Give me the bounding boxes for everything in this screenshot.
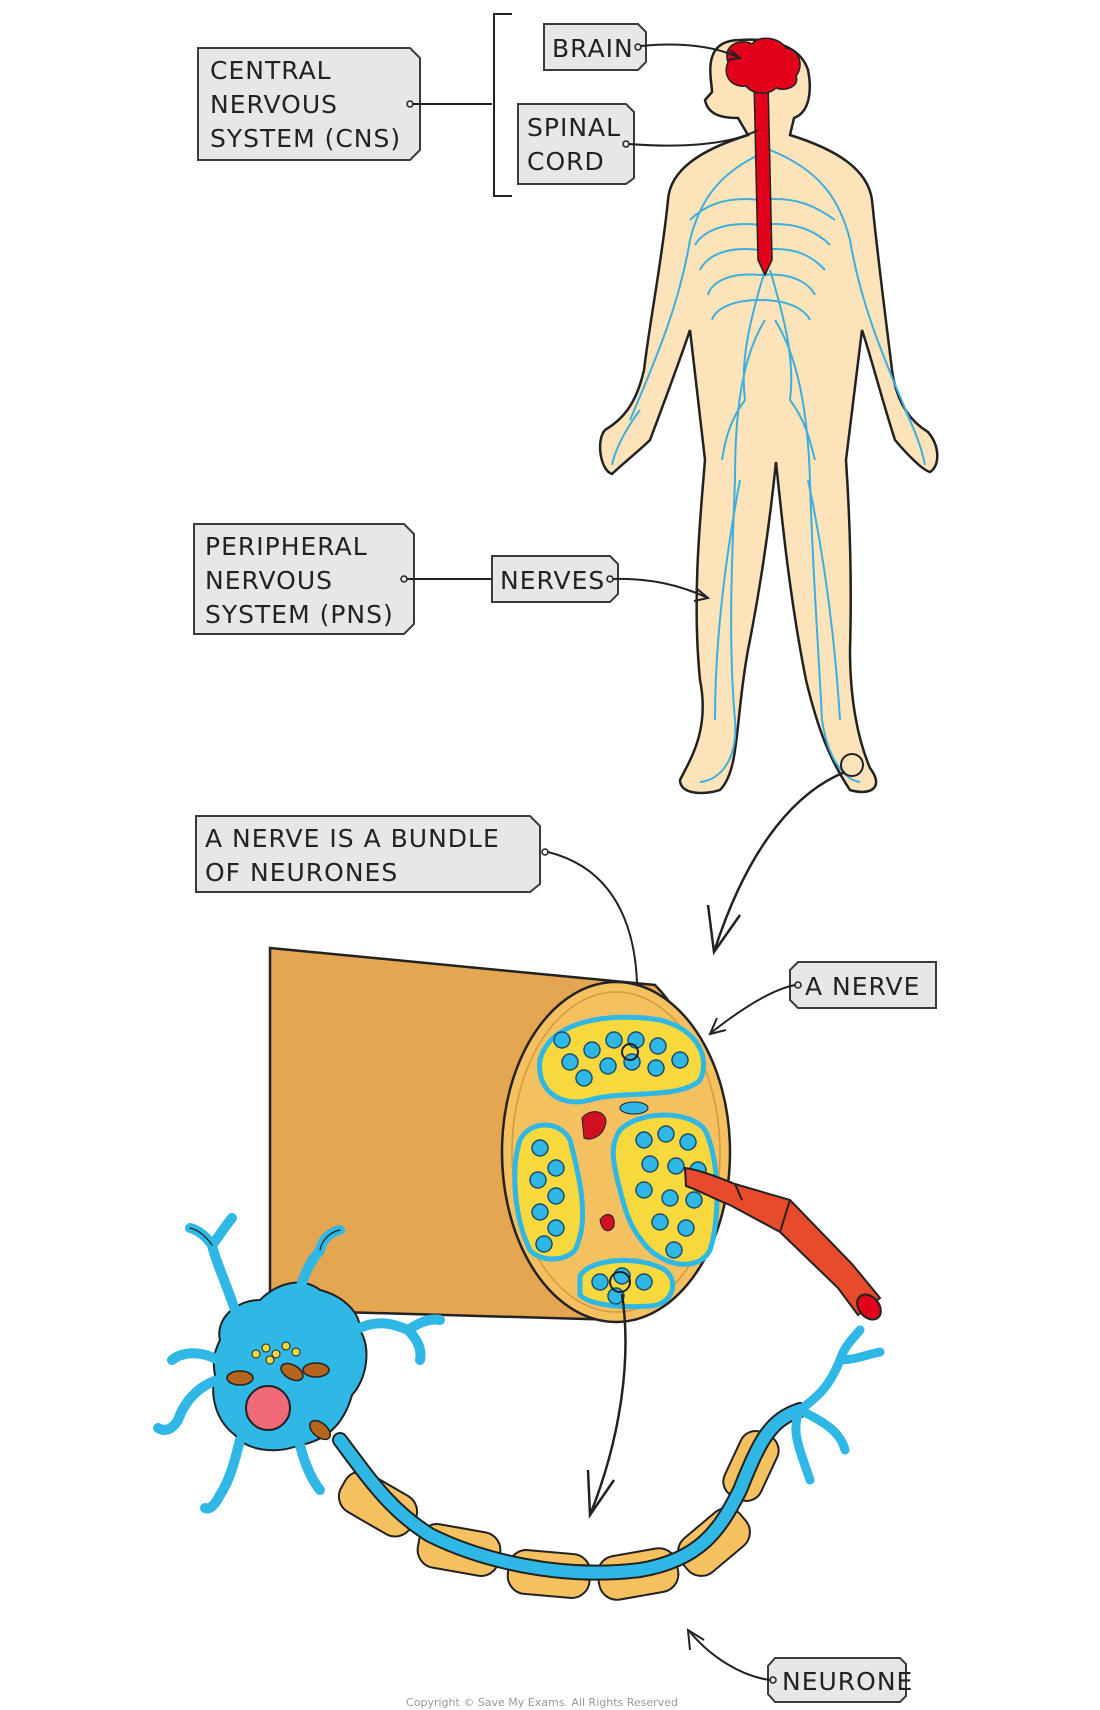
a-nerve-label-text: A NERVE (805, 972, 920, 1001)
spinal-cord-label-box (517, 103, 635, 185)
bundle-label-group: A NERVE IS A BUNDLE OF NEURONES (195, 815, 639, 1053)
bundle-label-line-2: OF NEURONES (205, 858, 398, 887)
pns-label-line-3: SYSTEM (PNS) (205, 600, 394, 629)
nucleus (245, 1385, 291, 1431)
peripheral-nerve-lines (611, 149, 926, 783)
copyright-text: Copyright © Save My Exams. All Rights Re… (406, 1696, 678, 1709)
a-nerve-label-group: A NERVE (708, 961, 937, 1036)
human-body-figure (598, 37, 939, 795)
blood-vessel-3 (619, 1101, 649, 1115)
brain-label-box (543, 23, 647, 71)
cns-bracket (493, 13, 512, 197)
zoom-arrowhead-1 (706, 904, 742, 956)
a-nerve-label-box (789, 961, 937, 1009)
pns-label-group: PERIPHERAL NERVOUS SYSTEM (PNS) (193, 523, 492, 635)
cns-label-line-2: NERVOUS (210, 90, 338, 119)
blood-vessel-1 (581, 1111, 607, 1140)
pns-label-box (193, 523, 415, 635)
neurone-label-text: NEURONE (782, 1667, 913, 1696)
zoom-arrow-foot-to-nerve (712, 770, 846, 953)
mitochondria (226, 1362, 331, 1441)
nerves-label-group: NERVES (491, 555, 711, 603)
brain-label-text: BRAIN (552, 34, 634, 63)
spinal-cord-label-line-2: CORD (527, 147, 605, 176)
axon-terminal (791, 1325, 885, 1485)
foot-zoom-circle (840, 753, 864, 777)
zoom-arrow-nerve-to-neurone (588, 1293, 627, 1516)
cns-label-box (197, 47, 421, 161)
neurone-label-group: NEURONE (686, 1628, 913, 1703)
bundle-label-box (195, 815, 541, 893)
neurone (153, 1213, 885, 1601)
blood-vessel-2 (599, 1213, 615, 1232)
bundle-label-line-1: A NERVE IS A BUNDLE (205, 824, 500, 853)
spinal-cord-label-line-1: SPINAL (527, 113, 621, 142)
zoom-arrowhead-2 (586, 1469, 616, 1519)
neurone-label-box (767, 1657, 907, 1703)
brain-label-group: BRAIN (543, 23, 743, 71)
axon-dots (529, 1031, 707, 1305)
nerves-label-text: NERVES (500, 566, 605, 595)
extracted-axon (683, 1166, 882, 1321)
pns-label-line-2: NERVOUS (205, 566, 333, 595)
cns-label-line-1: CENTRAL (210, 56, 332, 85)
golgi-granules (251, 1341, 301, 1365)
cns-label-group: CENTRAL NERVOUS SYSTEM (CNS) (197, 13, 512, 197)
nerve-cross-section (268, 946, 732, 1324)
cns-label-line-3: SYSTEM (CNS) (210, 124, 401, 153)
spinal-cord-label-group: SPINAL CORD (517, 103, 759, 185)
nerves-label-box (491, 555, 619, 603)
brain-shape (725, 37, 801, 94)
pns-label-line-1: PERIPHERAL (205, 532, 368, 561)
body-outline (598, 38, 939, 795)
